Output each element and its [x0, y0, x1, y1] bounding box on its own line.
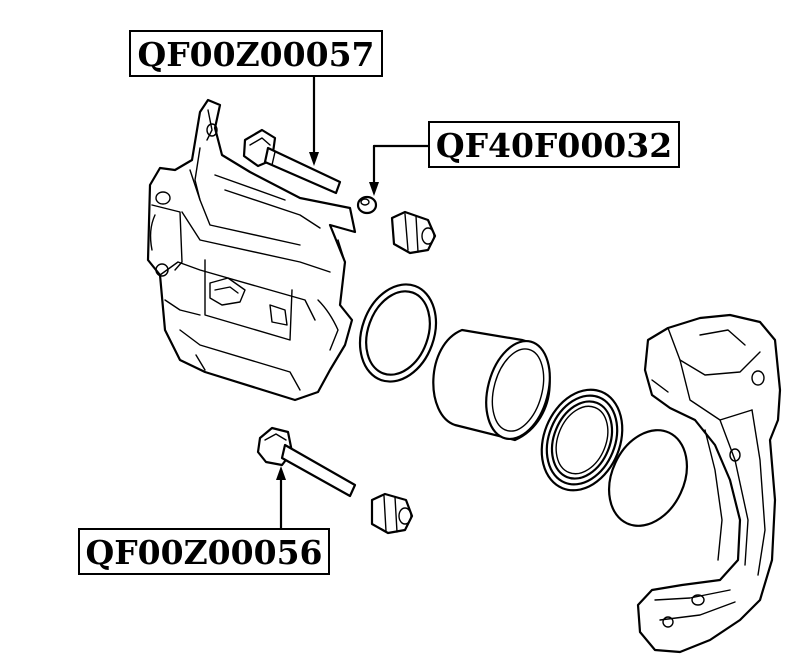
label-bushing-text: QF40F00032	[436, 126, 672, 165]
label-lower-guide-pin: QF00Z00056	[78, 528, 330, 575]
mounting-bracket	[636, 313, 782, 654]
piston-seal	[358, 283, 438, 383]
leader-lines	[276, 74, 434, 532]
label-upper-guide-pin-text: QF00Z00057	[138, 35, 375, 74]
retaining-ring	[608, 429, 688, 527]
dust-boot	[540, 388, 624, 492]
lower-rubber-boot	[370, 492, 414, 535]
lower-guide-pin	[256, 426, 357, 498]
upper-rubber-boot	[390, 210, 437, 255]
upper-guide-pin	[242, 128, 342, 195]
label-bushing: QF40F00032	[428, 121, 680, 168]
small-bushing	[356, 195, 378, 215]
label-upper-guide-pin: QF00Z00057	[129, 30, 383, 77]
caliper-body	[146, 98, 357, 402]
piston	[432, 328, 551, 442]
label-lower-guide-pin-text: QF00Z00056	[86, 533, 323, 572]
